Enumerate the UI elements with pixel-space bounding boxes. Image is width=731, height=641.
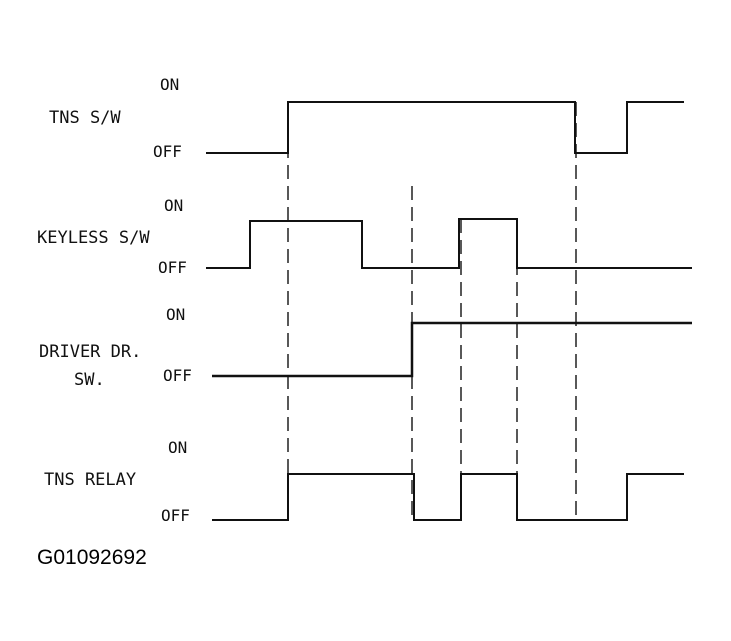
driver-dr-sw-off-label: OFF (163, 366, 192, 385)
signal-driver-dr-sw: ON DRIVER DR. SW. OFF (39, 305, 692, 390)
timing-reference-lines (287, 102, 577, 520)
signal-tns-sw: ON TNS S/W OFF (49, 75, 684, 161)
driver-dr-sw-on-label: ON (166, 305, 185, 324)
tns-relay-on-label: ON (168, 438, 187, 457)
keyless-sw-waveform (206, 218, 692, 269)
tns-sw-name: TNS S/W (49, 108, 121, 128)
tns-sw-on-label: ON (160, 75, 179, 94)
keyless-sw-off-label: OFF (158, 258, 187, 277)
tns-sw-waveform (206, 101, 684, 154)
figure-id: G01092692 (37, 546, 147, 569)
signal-keyless-sw: ON KEYLESS S/W OFF (37, 196, 692, 277)
tns-relay-off-label: OFF (161, 506, 190, 525)
driver-dr-sw-name-line2: SW. (74, 370, 105, 390)
driver-dr-sw-waveform (212, 321, 692, 378)
tns-relay-waveform (212, 473, 684, 521)
tns-sw-off-label: OFF (153, 142, 182, 161)
driver-dr-sw-name-line1: DRIVER DR. (39, 342, 141, 362)
signal-tns-relay: ON TNS RELAY OFF (44, 438, 684, 525)
tns-relay-name: TNS RELAY (44, 470, 136, 490)
keyless-sw-on-label: ON (164, 196, 183, 215)
keyless-sw-name: KEYLESS S/W (37, 228, 150, 248)
